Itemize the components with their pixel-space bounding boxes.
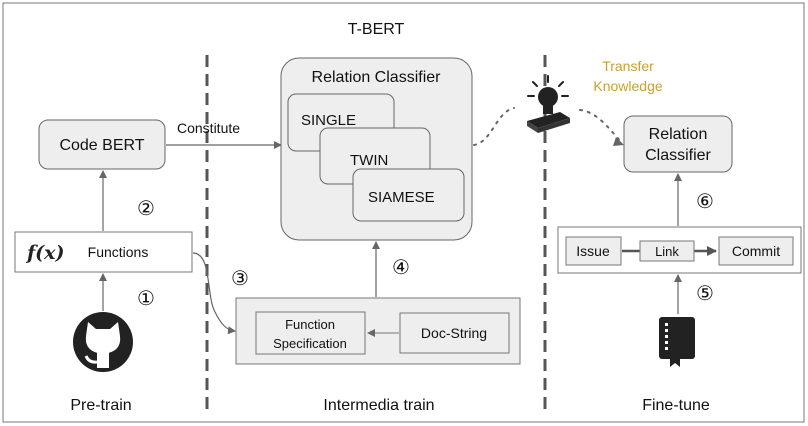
constitute-label: Constitute bbox=[177, 120, 240, 136]
diagram-title: T-BERT bbox=[348, 21, 405, 38]
step-2: ② bbox=[137, 198, 155, 220]
transfer-arrowhead bbox=[613, 137, 624, 146]
transfer-link-right bbox=[579, 109, 623, 144]
finetune-classifier-line1: Relation bbox=[649, 126, 708, 143]
link-box bbox=[639, 240, 695, 262]
variant-twin-label: TWIN bbox=[350, 152, 388, 169]
issue-label: Issue bbox=[576, 243, 610, 259]
link-label: Link bbox=[655, 244, 679, 259]
phase-intermedia: Intermedia train bbox=[323, 397, 434, 414]
variant-siamese-box bbox=[352, 168, 465, 222]
commit-label: Commit bbox=[732, 243, 780, 259]
finetune-classifier-line2: Classifier bbox=[645, 147, 711, 164]
commit-box bbox=[718, 236, 794, 266]
step-1: ① bbox=[137, 288, 155, 310]
issue-box bbox=[565, 236, 622, 266]
phase-pretrain: Pre-train bbox=[70, 397, 131, 414]
github-icon bbox=[73, 312, 133, 372]
transfer-label-line1: Transfer bbox=[602, 58, 654, 74]
lightbulb-book-icon bbox=[527, 75, 570, 133]
arrow-functions-to-spec bbox=[192, 252, 236, 335]
function-symbol: f(x) bbox=[25, 242, 64, 264]
step-5: ⑤ bbox=[696, 283, 714, 305]
doc-string-label: Doc-String bbox=[421, 325, 487, 341]
functions-label: Functions bbox=[88, 244, 149, 260]
variant-siamese-label: SIAMESE bbox=[368, 189, 435, 206]
step-4: ④ bbox=[392, 257, 410, 279]
code-bert-box bbox=[38, 119, 166, 170]
function-spec-line1: Function bbox=[285, 317, 335, 332]
transfer-label-line2: Knowledge bbox=[593, 78, 662, 94]
doc-string-box bbox=[399, 312, 510, 354]
finetune-classifier-box bbox=[623, 115, 733, 173]
variant-single-label: SINGLE bbox=[301, 112, 356, 129]
relation-classifier-title: Relation Classifier bbox=[312, 69, 442, 86]
book-icon bbox=[659, 317, 695, 367]
step-6: ⑥ bbox=[696, 191, 714, 213]
phase-finetune: Fine-tune bbox=[642, 397, 710, 414]
code-bert-label: Code BERT bbox=[59, 137, 144, 154]
step-3: ③ bbox=[231, 268, 249, 290]
function-spec-box bbox=[255, 311, 366, 355]
transfer-link-left bbox=[473, 107, 515, 146]
function-spec-line2: Specification bbox=[273, 336, 347, 351]
functions-box bbox=[14, 231, 193, 273]
